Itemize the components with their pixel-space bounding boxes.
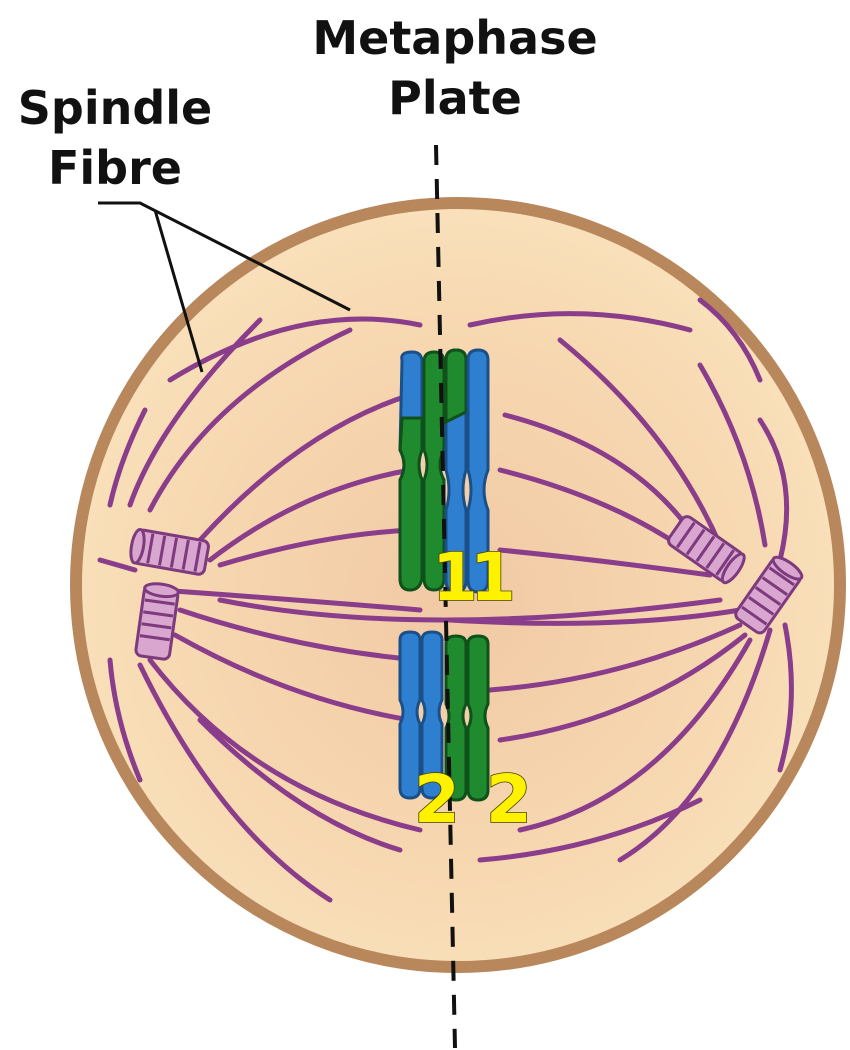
metaphase-plate-label: Metaphase Plate — [300, 8, 610, 128]
metaphase-label-line-1: Metaphase — [300, 8, 610, 68]
spindle-label-line-2: Fibre — [10, 138, 220, 198]
chromosome-number-1b: 1 — [470, 539, 516, 616]
metaphase-label-line-2: Plate — [300, 68, 610, 128]
chromosome-number-2a: 2 — [414, 761, 460, 838]
chromosome-number-2b: 2 — [486, 761, 532, 838]
spindle-fibre-label: Spindle Fibre — [10, 78, 220, 198]
spindle-label-line-1: Spindle — [10, 78, 220, 138]
